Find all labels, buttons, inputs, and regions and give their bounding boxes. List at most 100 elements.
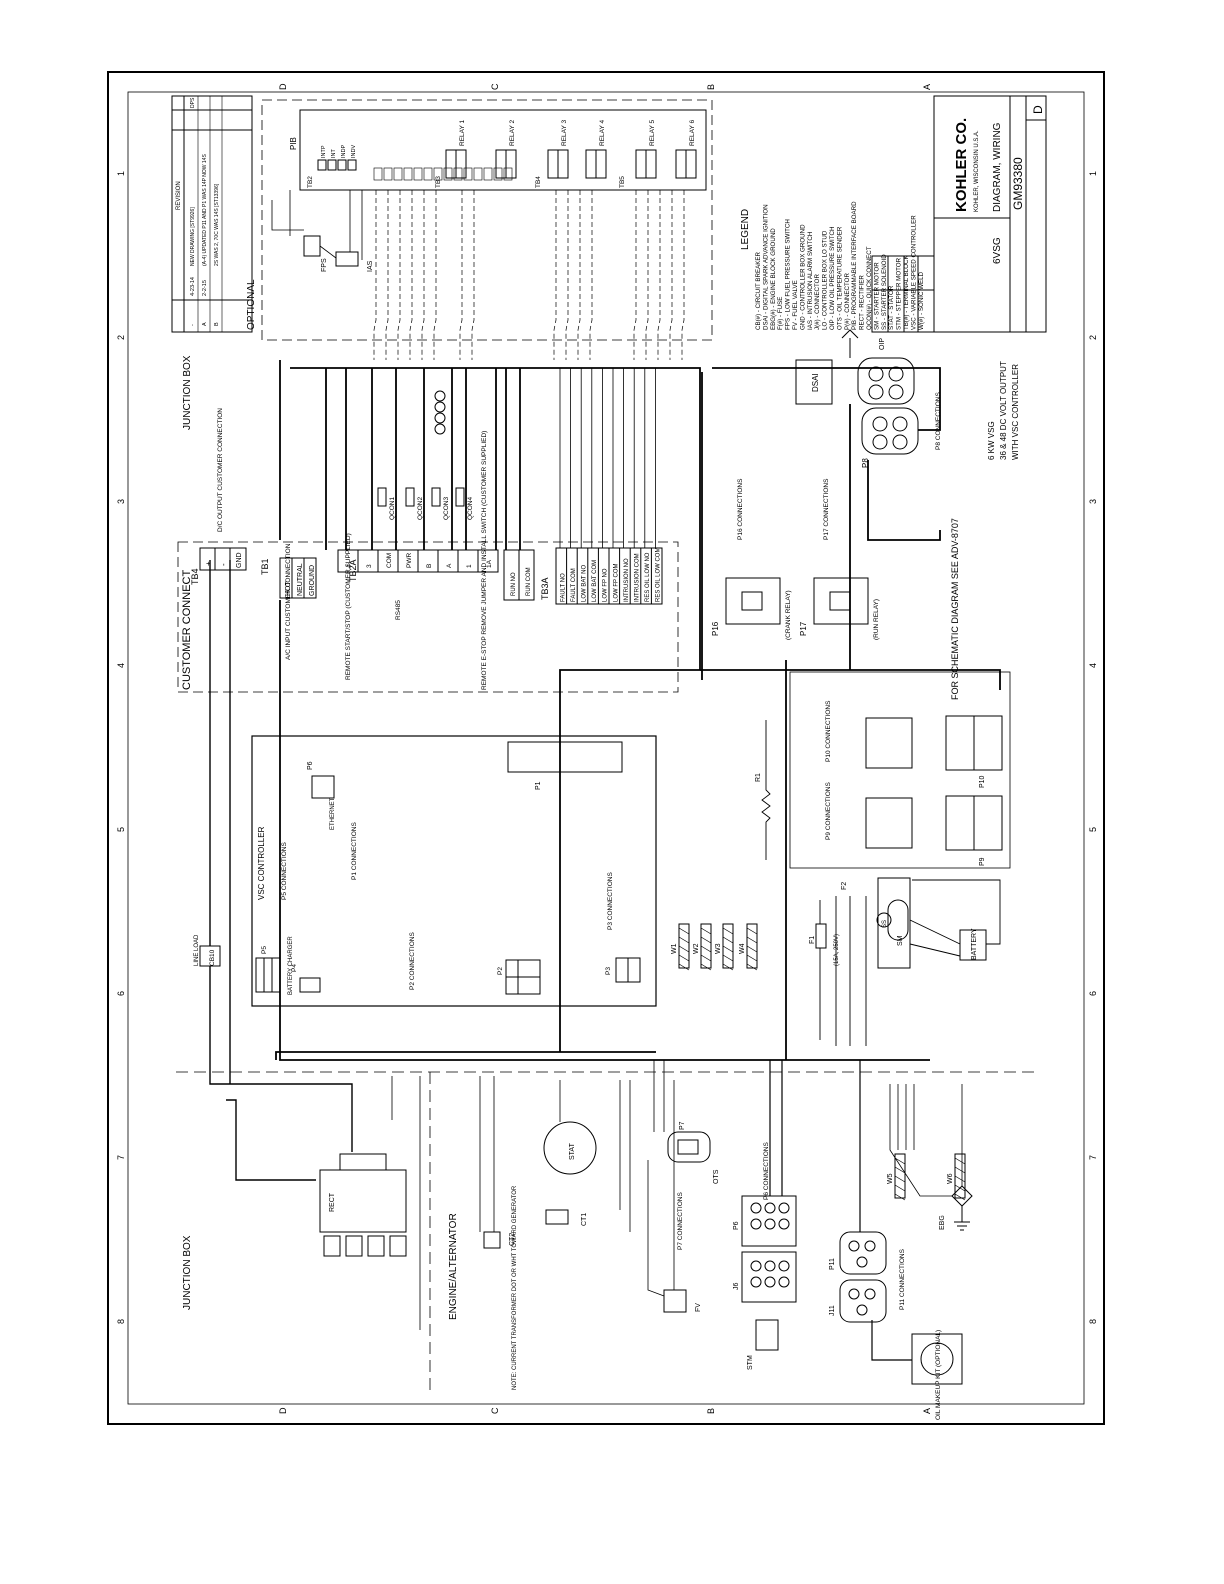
pib-tb-label: TB4 xyxy=(535,176,542,188)
rectifier: RECT xyxy=(319,1153,407,1257)
legend-item: P(#) - CONNECTOR xyxy=(844,273,851,330)
pib-input-label: INDV xyxy=(351,145,357,158)
p5-title: P5 CONNECTIONS xyxy=(281,842,288,900)
zone-number-right: 1 xyxy=(1088,171,1098,176)
tb2a-terminal: COM xyxy=(386,553,393,568)
ots-p7: P7 OTS P7 CONNECTIONS xyxy=(653,1060,720,1250)
tb1-label: TB1 xyxy=(260,558,270,575)
p2-label: P2 xyxy=(497,967,504,975)
dsai-oip-p8: DSAI P8 OIP P8 CONNECTIONS 6 KW VSG 36 &… xyxy=(795,329,1020,468)
tb2a-terminal: 3 xyxy=(366,564,373,568)
pib-to-terminal-wires xyxy=(373,190,685,360)
p3-title: P3 CONNECTIONS xyxy=(607,872,614,930)
legend-item: W(#) - SONIC WELD xyxy=(918,271,925,330)
line-load-label: LINE LOAD xyxy=(194,934,200,966)
p10-label: P10 xyxy=(979,775,986,788)
sheet-inner-border xyxy=(127,91,1085,1405)
zone-number-right: 2 xyxy=(1088,335,1098,340)
fuel-valve: FV xyxy=(647,1080,702,1313)
p1-title: P1 CONNECTIONS xyxy=(351,822,358,880)
tb1-neutral: NEUTRAL xyxy=(297,563,304,596)
p3-label: P3 xyxy=(605,967,612,975)
battery-label: BATTERY xyxy=(971,928,978,960)
p16-p17: P16 (CRANK RELAY) P16 CONNECTIONS P17 (R… xyxy=(711,478,960,700)
tb1-block: TB1 HOT NEUTRAL GROUND A/C INPUT CUSTOME… xyxy=(260,543,317,660)
tb3a-terminal: RES OIL LOW COM xyxy=(656,548,662,602)
tb2a-terminal: PWR xyxy=(406,553,413,568)
revision-desc: 2S WAS 2, 70C WAS 14S [ST13396] xyxy=(214,183,220,266)
oil-makeup-label: OIL MAKEUP KIT (OPTIONAL) xyxy=(935,1330,942,1420)
legend-item: RECT - RECTIFIER xyxy=(859,275,866,330)
tb4-plus: + xyxy=(204,561,213,566)
zone-number-right: 8 xyxy=(1088,1319,1098,1324)
legend-item: SM - STARTER MOTOR xyxy=(873,262,880,330)
pib-label: PIB xyxy=(289,137,298,150)
schematic-note: FOR SCHEMATIC DIAGRAM SEE ADV-8707 xyxy=(950,518,960,700)
p5-label: P5 xyxy=(261,946,268,954)
p9-title: P9 CONNECTIONS xyxy=(825,782,832,840)
sonic-weld-label: W1 xyxy=(671,943,678,954)
stm-label: STM xyxy=(747,1355,754,1370)
pib-relay-label: RELAY 2 xyxy=(509,119,516,146)
tb2a-label: TB2A xyxy=(348,559,358,582)
legend-item: FV - FUEL VALVE xyxy=(792,280,799,330)
company-sub: KOHLER, WISCONSIN U.S.A. xyxy=(974,130,980,212)
p16-label: P16 xyxy=(711,621,720,636)
tb3a-terminal: FAULT NO xyxy=(560,573,566,602)
run-terminal: RUN COM xyxy=(526,567,532,596)
sonic-weld-label: W6 xyxy=(947,1173,954,1184)
legend-item: QCON(#) - QUICK CONNECT xyxy=(866,246,873,330)
desc-line2: 36 & 48 DC VOLT OUTPUT xyxy=(999,361,1008,460)
cb10-dc-lines: CB10 LINE LOAD xyxy=(194,560,353,1181)
tb1-ground: GROUND xyxy=(309,565,316,596)
legend-item: STAT - STATOR xyxy=(888,285,895,330)
legend-item: VSC - VARIABLE SPEED CONTROLLER xyxy=(910,215,917,330)
p6-label: P6 xyxy=(733,1221,740,1230)
tb4-gnd: GND xyxy=(236,552,243,568)
p8-title: P8 CONNECTIONS xyxy=(935,392,942,450)
tb4-block: TB4 + - GND D/C OUTPUT CUSTOMER CONNECTI… xyxy=(190,408,247,585)
p7-label: P7 xyxy=(679,1121,686,1130)
ct2-label: CT2 xyxy=(509,1233,516,1246)
legend-item: J(#) - CONNECTOR xyxy=(814,274,821,330)
revision-desc: NEW DRAWING [ST9926] xyxy=(190,207,196,266)
title-diagram: DIAGRAM, WIRING xyxy=(992,122,1003,212)
zone-number-left: 2 xyxy=(116,335,126,340)
p11-j11-oil-makeup: P11 J11 OIL MAKEUP KIT (OPTIONAL) P11 CO… xyxy=(829,1060,963,1420)
p1-label: P1 xyxy=(535,781,542,790)
revision-desc: (A-4) UPDATED P11 AND P1 WAS 14P NOW 14S xyxy=(202,154,208,266)
engine-alternator-label: ENGINE/ALTERNATOR xyxy=(448,1213,459,1320)
ethernet-label: ETHERNET xyxy=(330,797,336,830)
zone-letter-top: B xyxy=(706,84,716,90)
p9-p10: P9 P9 CONNECTIONS P10 P10 CONNECTIONS xyxy=(789,671,1011,869)
p9-label: P9 xyxy=(979,857,986,866)
battery-charger-label: BATTERY CHARGER xyxy=(288,936,294,995)
p2-title: P2 CONNECTIONS xyxy=(409,932,416,990)
legend-item: FPS - LOW FUEL PRESSURE SWITCH xyxy=(785,219,792,330)
stat-label: STAT xyxy=(569,1142,576,1160)
legend-item: SS - STARTER SOLENOID xyxy=(881,254,888,330)
tb4-label: TB4 xyxy=(190,568,200,585)
pib-tb-label: TB3 xyxy=(435,176,442,188)
junction-box-top-label: JUNCTION BOX xyxy=(182,355,193,430)
zone-letter-bottom: D xyxy=(278,1407,288,1414)
fps-ias-sensors: FPS IAS xyxy=(271,190,374,272)
legend-item: IAS - INTRUSION ALARM SWITCH xyxy=(807,232,814,330)
f1-rating: (15A, 250V) xyxy=(834,934,840,966)
dsai-label: DSAI xyxy=(811,373,820,392)
p17-note: (RUN RELAY) xyxy=(873,599,880,640)
tb2a-block: TB2A REMOTE START/STOP (CUSTOMER SUPPLIE… xyxy=(337,431,499,690)
legend-item: CB(#) - CIRCUIT BREAKER xyxy=(755,252,762,330)
zone-number-right: 4 xyxy=(1088,663,1098,668)
sonic-weld-label: W5 xyxy=(887,1173,894,1184)
customer-connect-label: CUSTOMER CONNECT xyxy=(181,570,193,690)
title-block: KOHLER CO. KOHLER, WISCONSIN U.S.A. DIAG… xyxy=(871,95,1047,333)
revision-by: DPS xyxy=(190,97,196,108)
revision-header: REVISION xyxy=(176,181,182,210)
sm-label: SM xyxy=(897,935,904,946)
quick-connect-label: QCON3 xyxy=(443,497,450,521)
